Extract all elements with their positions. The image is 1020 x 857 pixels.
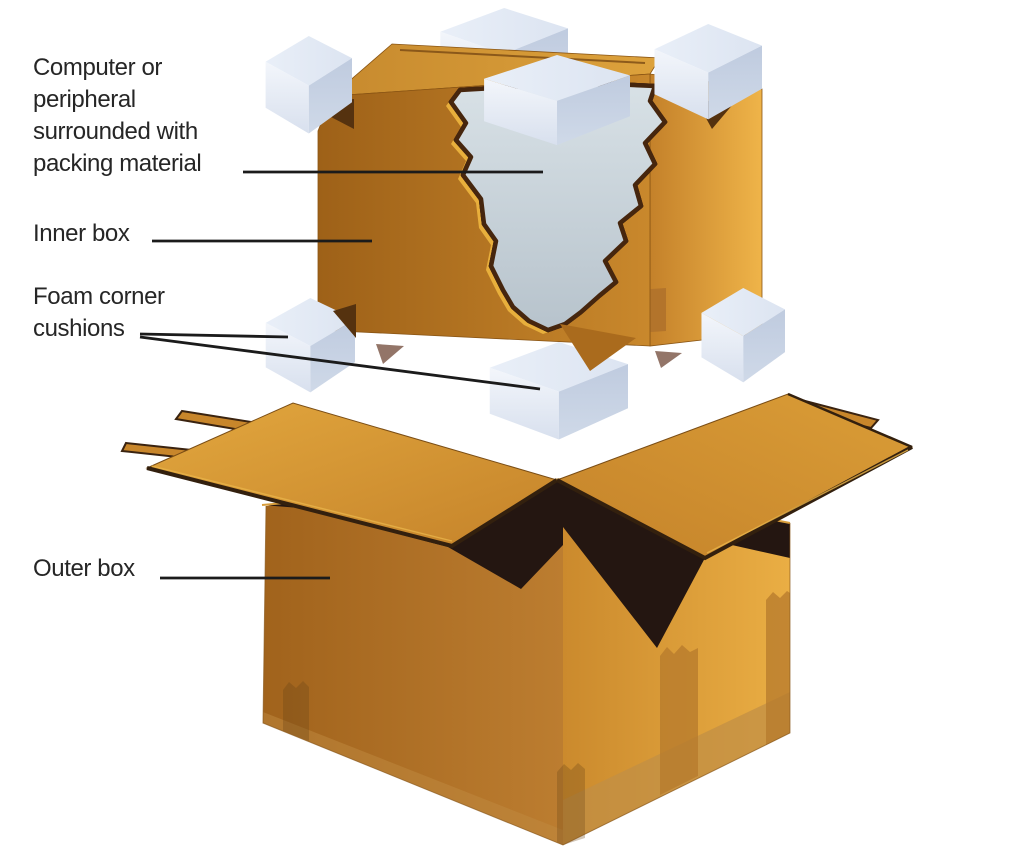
tape-strip bbox=[557, 763, 585, 845]
leader-lines bbox=[139, 170, 543, 580]
corner-shadow bbox=[376, 344, 404, 364]
label-inner-box: Inner box bbox=[33, 218, 130, 250]
label-line: cushions bbox=[33, 315, 125, 342]
label-packing-material: Computer or peripheral surrounded with p… bbox=[33, 52, 202, 180]
outer-box-right-flap bbox=[555, 392, 914, 561]
label-foam-cushions: Foam corner cushions bbox=[33, 281, 165, 345]
inner-box-assembly bbox=[265, 8, 785, 440]
label-line: packing material bbox=[33, 150, 202, 177]
inner-box-bottom-corner bbox=[560, 324, 636, 371]
label-line: Outer box bbox=[33, 555, 135, 582]
packing-material-cutaway bbox=[446, 81, 668, 334]
outer-box-outline bbox=[262, 505, 791, 846]
tape-strip bbox=[766, 591, 790, 745]
label-line: surrounded with bbox=[33, 118, 198, 145]
label-line: Computer or bbox=[33, 54, 162, 81]
label-line: peripheral bbox=[33, 86, 136, 113]
corner-notch-bottom-left bbox=[333, 304, 356, 338]
tape-strip bbox=[283, 681, 309, 741]
outer-box bbox=[120, 392, 914, 846]
leader-foam-cushion-1 bbox=[139, 332, 289, 339]
leader-foam-cushion-2 bbox=[139, 335, 541, 391]
inner-box-top-seam bbox=[399, 49, 646, 64]
corner-shadow bbox=[655, 351, 682, 368]
outer-box-bottom-band-left bbox=[263, 712, 563, 845]
tape-strip bbox=[660, 645, 698, 795]
label-line: Foam corner bbox=[33, 283, 165, 310]
label-outer-box: Outer box bbox=[33, 553, 135, 585]
label-line: Inner box bbox=[33, 220, 130, 247]
